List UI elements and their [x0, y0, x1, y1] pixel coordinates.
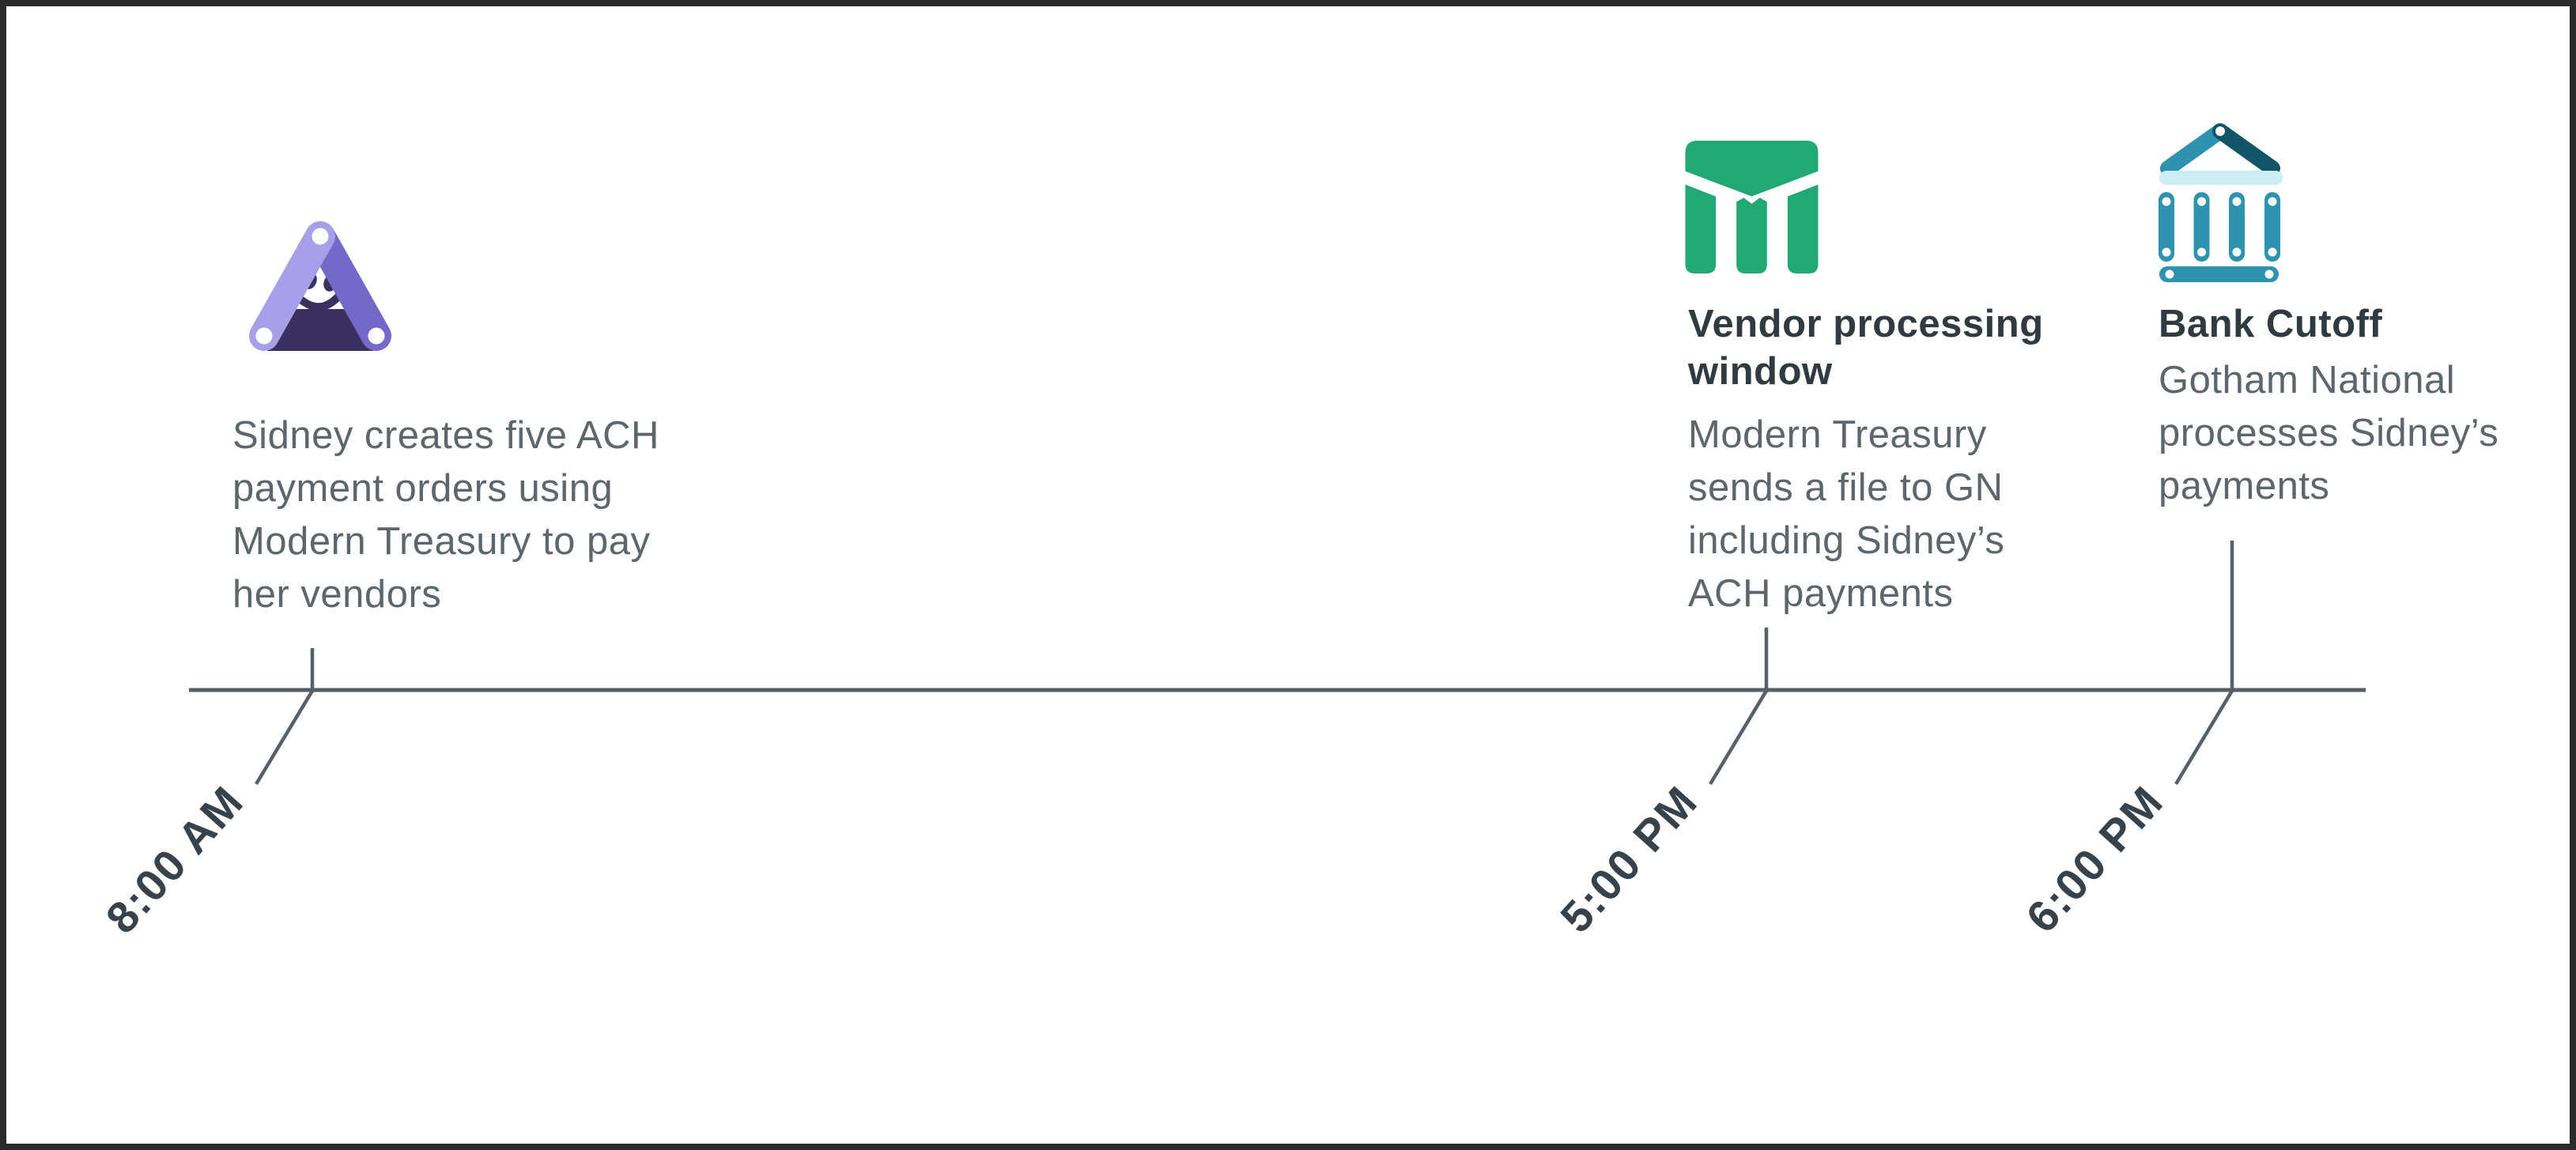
bank-icon	[2159, 123, 2283, 282]
time-label-6pm: 6:00 PM	[2016, 776, 2173, 942]
time-label-8am: 8:00 AM	[96, 776, 252, 943]
event-title-vendor-processing-window: Vendor processing window	[1688, 303, 2044, 393]
event-description-create-payment-orders: Sidney creates five ACH payment orders u…	[232, 414, 659, 616]
event-description-bank-cutoff: Gotham National processes Sidney’s payme…	[2159, 359, 2499, 507]
event-create-payment-orders	[237, 209, 404, 368]
timeline-axis-svg: 8:00 AM 5:00 PM 6:00 PM	[96, 541, 2366, 943]
modern-treasury-logo-icon	[249, 221, 391, 351]
event-bank-cutoff	[2159, 121, 2283, 287]
time-label-5pm: 5:00 PM	[1551, 776, 1707, 942]
tick-diagonal-8am	[255, 689, 314, 786]
event-vendor-processing-window	[1685, 141, 1819, 277]
vendor-m-logo-icon	[1685, 141, 1819, 273]
tick-diagonal-5pm	[1709, 689, 1768, 786]
event-description-vendor-processing-window: Modern Treasury sends a file to GN inclu…	[1688, 413, 2005, 615]
tick-diagonal-6pm	[2174, 689, 2234, 786]
event-title-bank-cutoff: Bank Cutoff	[2159, 303, 2383, 345]
